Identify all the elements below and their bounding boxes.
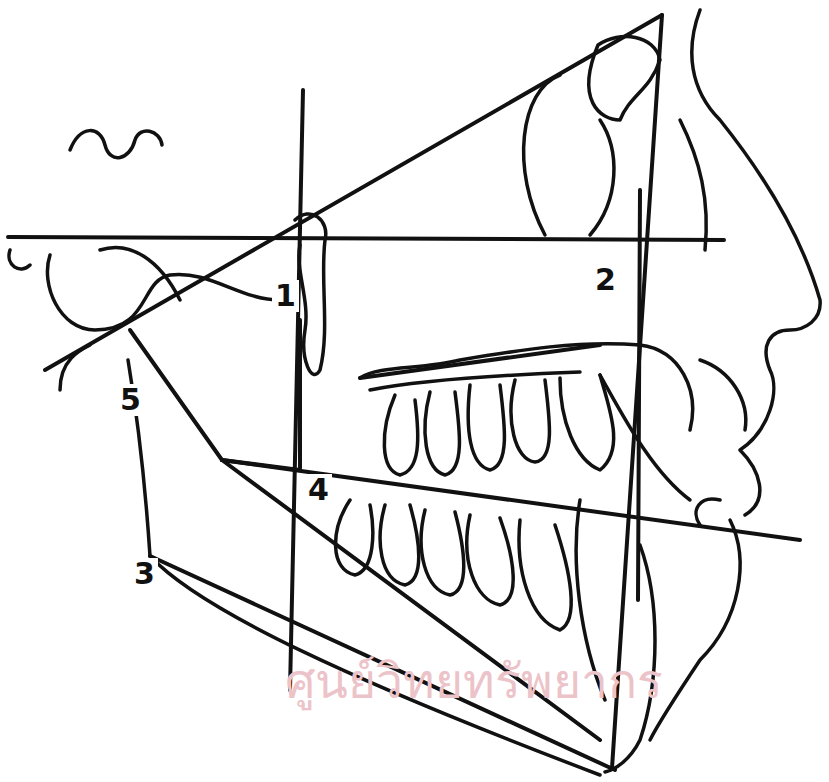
callout-number: 1 xyxy=(272,280,299,312)
watermark: ศูนย์วิทยทรัพยากร xyxy=(285,655,663,708)
callout-number: 3 xyxy=(131,558,158,590)
callout-number: 4 xyxy=(305,474,332,506)
callout-number: 5 xyxy=(117,384,144,416)
callout-number: 2 xyxy=(592,264,619,296)
